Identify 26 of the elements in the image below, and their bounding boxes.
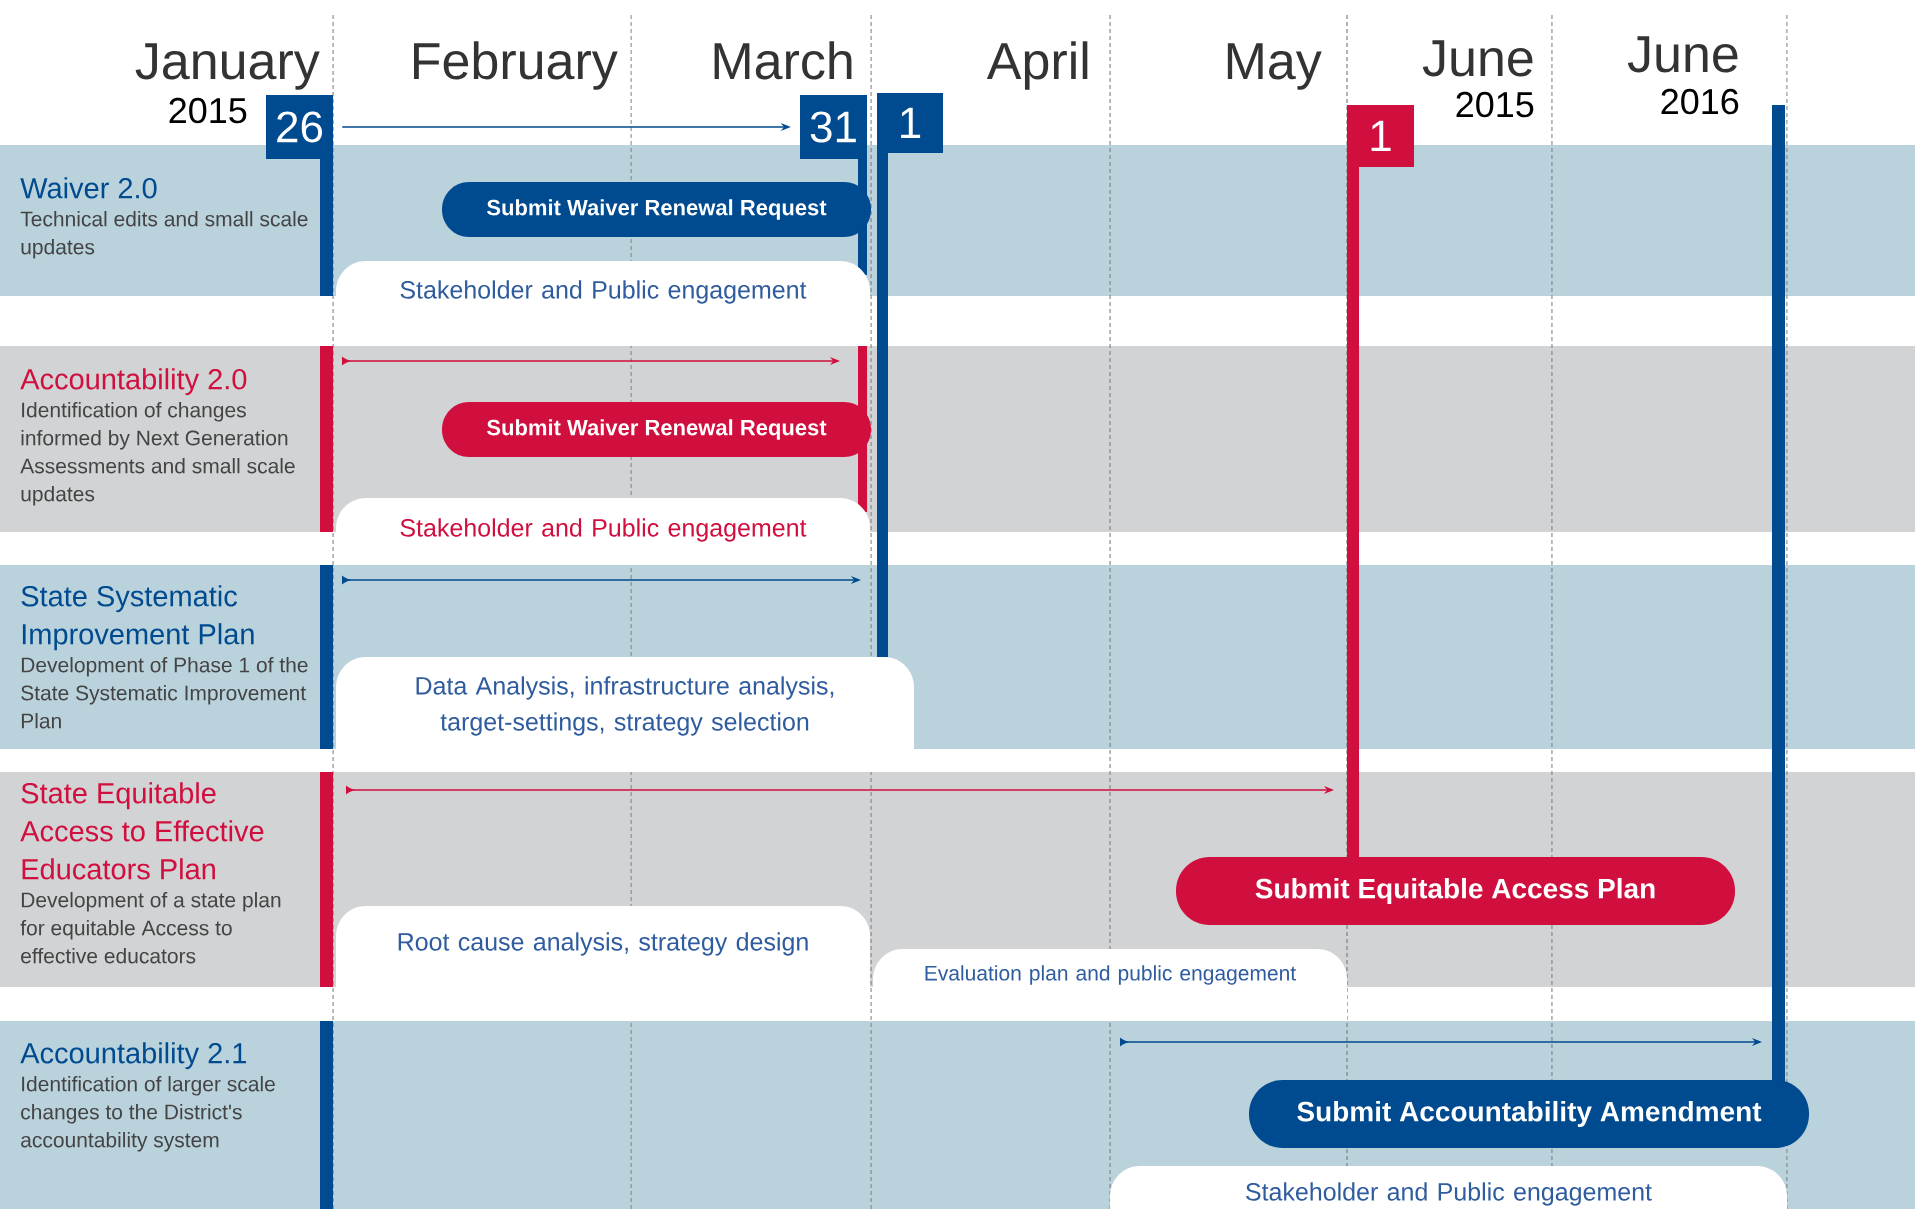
activity-tab: Stakeholder and Public engagement <box>336 261 870 346</box>
activity-tab: Root cause analysis, strategy design <box>336 906 870 1021</box>
month-label: April <box>986 41 1088 90</box>
activity-tab: Evaluation plan and public engagement <box>873 949 1347 1021</box>
month-label: May <box>1227 43 1322 90</box>
year-label: 2015 <box>1456 91 1534 118</box>
milestone-pill: Submit Accountability Amendment <box>1249 1080 1809 1148</box>
month-label: February <box>414 41 618 90</box>
row-heading: Accountability 2.0 Identification of changes informed by Next Generation Assessments and small scale updates <box>20 368 295 506</box>
year-label: 2016 <box>1661 88 1739 115</box>
activity-tab: Data Analysis, infrastructure analysis, target-settings, strategy selection <box>336 657 914 772</box>
node-label: 1 <box>1371 120 1391 152</box>
month-label: June <box>1627 36 1738 73</box>
row-heading: Accountability 2.1 Identification of larger scale changes to the District's accountability system <box>20 1042 275 1152</box>
activity-tab: Stakeholder and Public engagement <box>336 498 870 565</box>
month-label: June <box>1422 40 1533 77</box>
month-label: March <box>714 41 852 80</box>
activity-tab: Stakeholder and Public engagement <box>1110 1166 1787 1209</box>
date-flag: 1 <box>877 93 943 657</box>
date-flag: 1 <box>1347 105 1414 857</box>
node-label: Stakeholder and Public engagement <box>400 280 807 304</box>
row-heading: State Equitable Access to Effective Educators Plan Development of a state plan for equitable Access to effective educators <box>20 782 281 964</box>
node-label: 1 <box>901 107 921 139</box>
row-heading: State Systematic Improvement Plan Development of Phase 1 of the State Systematic Improvement Plan <box>21 585 308 729</box>
month-label: January <box>135 43 320 90</box>
milestone-pill: Submit Equitable Access Plan <box>1176 857 1735 925</box>
